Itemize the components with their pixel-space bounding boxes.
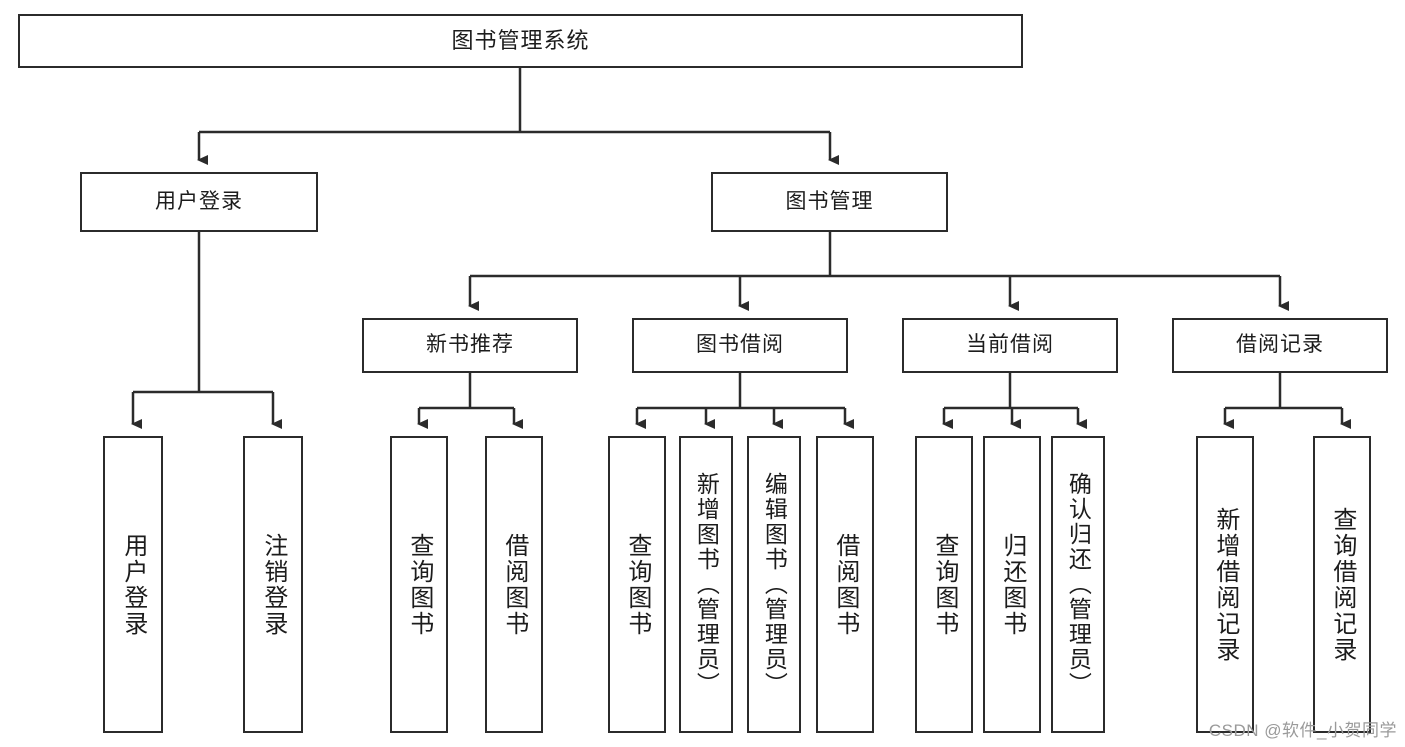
node-book-manage[interactable]: 图书管理 [711,172,948,232]
node-label: 图书借阅 [696,333,784,357]
leaf-user-logout[interactable]: 注销登录 [243,436,303,733]
watermark-text: CSDN @软件_小贺同学 [1208,721,1397,740]
node-label: 新书推荐 [426,333,514,357]
node-borrow-record[interactable]: 借阅记录 [1172,318,1388,373]
node-label: 图书管理 [785,189,874,213]
node-label: 借阅记录 [1236,333,1324,357]
leaf-label: 查询图书 [623,532,651,637]
node-label: 当前借阅 [966,333,1054,357]
leaf-query-book-borrow[interactable]: 查询图书 [608,436,666,733]
node-label: 用户登录 [155,189,243,213]
node-book-borrow[interactable]: 图书借阅 [632,318,848,373]
leaf-user-login[interactable]: 用户登录 [103,436,163,733]
leaf-label: 用户登录 [119,532,147,637]
leaf-add-book-admin[interactable]: 新增图书（管理员） [679,436,733,733]
node-label: 图书管理系统 [451,28,590,54]
leaf-label: 借阅图书 [500,532,528,637]
leaf-query-book-current[interactable]: 查询图书 [915,436,973,733]
leaf-add-borrow-record[interactable]: 新增借阅记录 [1196,436,1254,733]
leaf-label: 编辑图书（管理员） [761,472,788,697]
leaf-label: 查询图书 [930,532,958,637]
leaf-label: 查询图书 [405,532,433,637]
leaf-label: 确认归还（管理员） [1065,472,1092,697]
leaf-query-borrow-record[interactable]: 查询借阅记录 [1313,436,1371,733]
leaf-label: 借阅图书 [831,532,859,637]
leaf-edit-book-admin[interactable]: 编辑图书（管理员） [747,436,801,733]
leaf-borrow-book-borrow[interactable]: 借阅图书 [816,436,874,733]
leaf-label: 注销登录 [259,532,287,637]
leaf-label: 查询借阅记录 [1328,506,1356,663]
node-new-book-rec[interactable]: 新书推荐 [362,318,578,373]
leaf-label: 归还图书 [998,532,1026,637]
leaf-confirm-return-admin[interactable]: 确认归还（管理员） [1051,436,1105,733]
leaf-borrow-book-rec[interactable]: 借阅图书 [485,436,543,733]
node-root-system[interactable]: 图书管理系统 [18,14,1023,68]
node-user-login[interactable]: 用户登录 [80,172,318,232]
leaf-label: 新增图书（管理员） [693,472,720,697]
leaf-return-book[interactable]: 归还图书 [983,436,1041,733]
leaf-label: 新增借阅记录 [1211,506,1239,663]
leaf-query-book-rec[interactable]: 查询图书 [390,436,448,733]
node-current-borrow[interactable]: 当前借阅 [902,318,1118,373]
